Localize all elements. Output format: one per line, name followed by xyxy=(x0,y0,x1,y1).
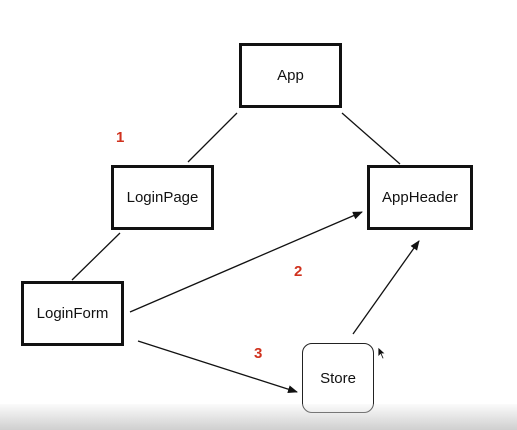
edge-loginpage-loginform xyxy=(71,232,121,281)
bottom-fade-bar xyxy=(0,404,517,430)
node-loginpage-label: LoginPage xyxy=(126,189,199,206)
node-loginform: LoginForm xyxy=(21,281,124,346)
node-loginform-label: LoginForm xyxy=(36,305,109,322)
node-appheader-label: AppHeader xyxy=(382,189,458,206)
node-loginpage: LoginPage xyxy=(111,165,214,230)
step-label-1: 1 xyxy=(116,129,125,146)
step-label-2: 2 xyxy=(294,263,303,280)
edge-loginform-appheader xyxy=(129,211,363,313)
edge-loginform-store xyxy=(137,340,298,394)
node-appheader: AppHeader xyxy=(367,165,473,230)
mouse-cursor-icon xyxy=(377,346,387,360)
edge-app-loginpage xyxy=(187,112,238,163)
node-store-label: Store xyxy=(320,369,356,387)
edge-store-appheader xyxy=(352,240,420,335)
node-app: App xyxy=(239,43,342,108)
node-store: Store xyxy=(302,343,374,413)
node-app-label: App xyxy=(277,67,304,84)
edge-app-appheader xyxy=(341,112,401,165)
step-label-3: 3 xyxy=(254,345,263,362)
